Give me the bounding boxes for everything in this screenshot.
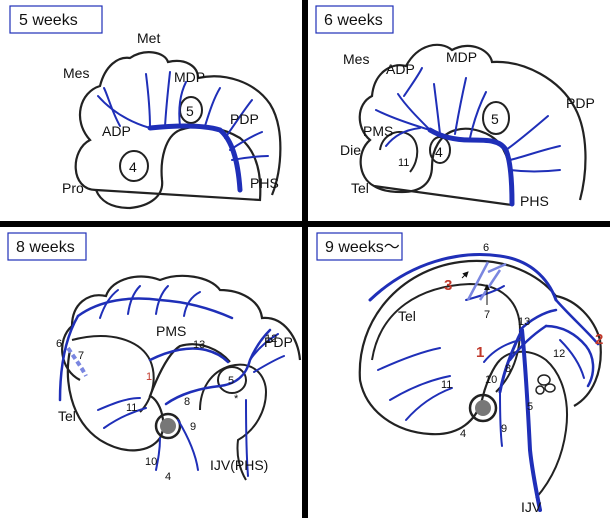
rhombencephalon-outline [199, 363, 268, 481]
label-11: 11 [441, 379, 452, 391]
otic-vesicle-5 [482, 101, 510, 135]
brain-outline [358, 259, 602, 436]
label-9: 9 [190, 421, 196, 433]
label-mdp: MDP [446, 49, 477, 65]
telencephalon-outline [371, 282, 522, 393]
label-5: 5 [186, 103, 194, 119]
label-7: 7 [484, 309, 490, 321]
panel-8-weeks: 8 weeks PMS PDP Tel IJV(PHS) [7, 232, 302, 483]
label-7: 7 [78, 350, 84, 362]
label-die: Die [340, 142, 361, 158]
cochlea-4-outer [154, 412, 182, 440]
label-mdp: MDP [174, 69, 205, 85]
label-met: Met [137, 30, 160, 46]
divider-horizontal [0, 221, 610, 227]
label-5: 5 [491, 111, 499, 127]
label-star: * [234, 393, 239, 405]
vessel-network [375, 67, 561, 207]
label-4: 4 [129, 159, 137, 175]
brain-outline [74, 51, 282, 210]
label-13: 13 [193, 339, 205, 351]
label-12: 12 [553, 348, 565, 360]
label-pro: Pro [62, 180, 84, 196]
label-10: 10 [485, 374, 497, 386]
panel-title: 6 weeks [324, 12, 383, 29]
panel-title-box [316, 232, 403, 261]
label-red-2: 2 [595, 331, 603, 348]
panel-title-box [9, 5, 103, 34]
label-tel: Tel [398, 308, 416, 324]
panel-5-weeks: 5 weeks Met Mes MDP ADP PDP Pro PHS 4 5 [9, 5, 282, 210]
panel-6-weeks: 6 weeks Mes ADP MDP PDP PMS Die Tel PHS … [315, 5, 595, 209]
label-red-3: 3 [444, 277, 452, 294]
label-ijv: IJV(PHS) [210, 457, 268, 473]
cochlea-4-outer [468, 393, 498, 423]
panel-title: 5 weeks [19, 12, 78, 29]
vessel-network [97, 71, 269, 193]
panel-title-box [7, 232, 87, 261]
label-10: 10 [145, 456, 157, 468]
label-13: 13 [518, 316, 530, 328]
otic-vesicle-5 [217, 366, 247, 394]
label-6: 6 [483, 242, 489, 254]
vessel-network [368, 253, 600, 512]
label-5: 5 [228, 375, 234, 387]
cochlea-4-inner [160, 418, 176, 434]
label-12: 12 [265, 333, 277, 345]
label-9: 9 [501, 423, 507, 435]
label-pdp: PDP [264, 334, 293, 350]
label-phs: PHS [250, 175, 279, 191]
label-ijv: IJV [521, 499, 542, 515]
label-phs: PHS [520, 193, 549, 209]
label-11: 11 [126, 402, 137, 414]
label-4: 4 [435, 144, 443, 160]
label-5: 5 [527, 401, 533, 413]
label-tel: Tel [351, 180, 369, 196]
panel-title-box [315, 5, 394, 34]
sinus-confluence [466, 261, 507, 301]
label-adp: ADP [102, 123, 131, 139]
telencephalon-outline [71, 335, 155, 413]
otic-capsule-5 [535, 374, 556, 395]
label-tel: Tel [58, 408, 76, 424]
label-mes: Mes [63, 65, 89, 81]
panel-title: 9 weeks～ [325, 239, 400, 256]
label-pdp: PDP [230, 111, 259, 127]
panel-title: 8 weeks [16, 239, 75, 256]
label-8: 8 [505, 363, 511, 375]
label-8: 8 [184, 396, 190, 408]
label-11: 11 [398, 157, 409, 169]
label-4: 4 [165, 471, 171, 483]
label-red-1: 1 [476, 344, 484, 361]
cochlea-4-inner [475, 400, 491, 416]
label-adp: ADP [386, 61, 415, 77]
label-pms: PMS [156, 323, 186, 339]
pointer-arrow-3 [461, 271, 469, 279]
diencephalon-outline [379, 131, 419, 173]
divider-vertical [302, 0, 308, 518]
label-4: 4 [460, 428, 466, 440]
label-6: 6 [56, 338, 62, 350]
panel-9-weeks: 9 weeks～ [316, 232, 603, 515]
label-pms: PMS [363, 123, 393, 139]
sinus-dashed-6-7 [66, 346, 88, 377]
label-mes: Mes [343, 51, 369, 67]
ventricle-4 [119, 150, 149, 182]
label-1: 1 [146, 371, 152, 383]
label-pdp: PDP [566, 95, 595, 111]
vessel-network [58, 285, 285, 477]
